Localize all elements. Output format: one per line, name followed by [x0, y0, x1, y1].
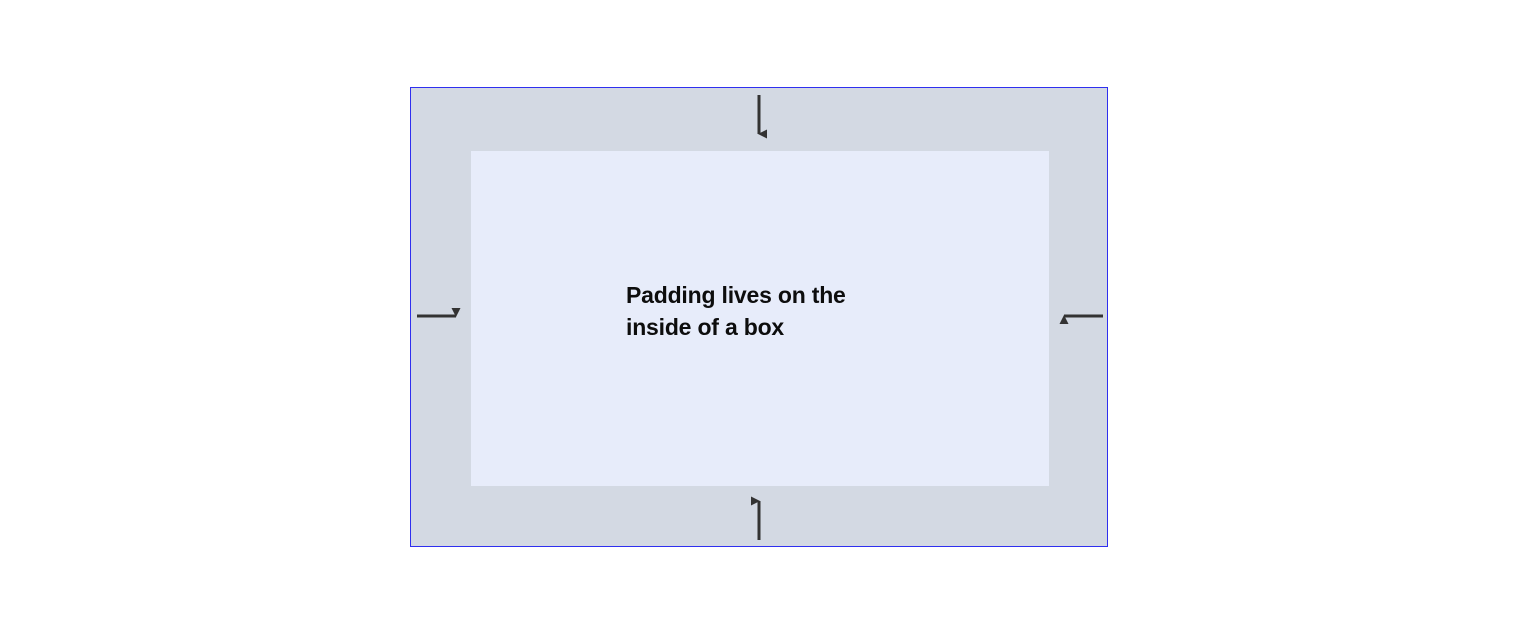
content-region-box: Padding lives on the inside of a box — [471, 151, 1049, 486]
content-label: Padding lives on the inside of a box — [626, 282, 846, 340]
